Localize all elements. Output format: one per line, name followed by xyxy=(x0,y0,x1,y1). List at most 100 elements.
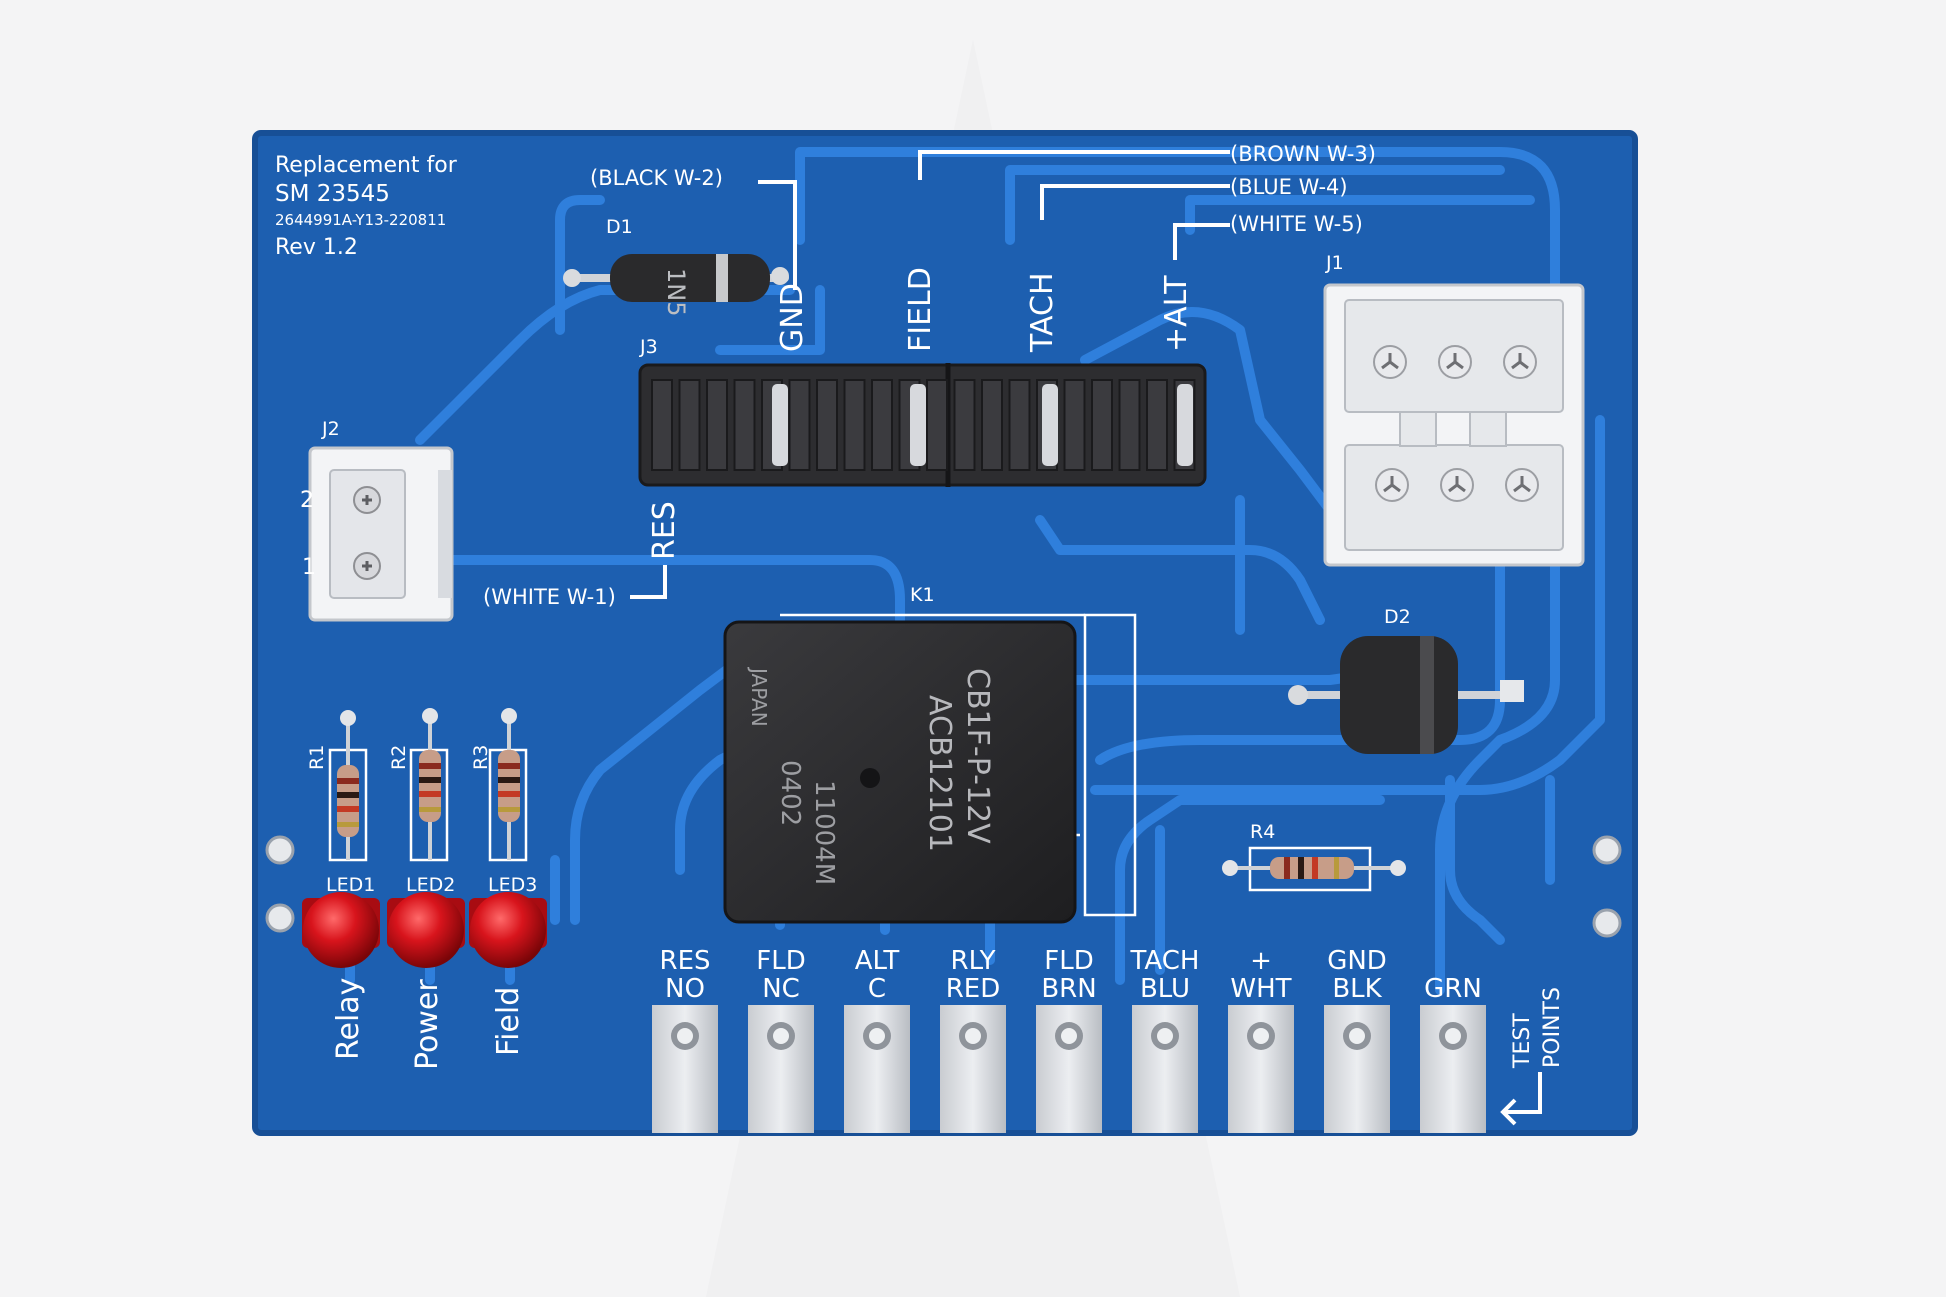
test-point-label-bottom: RED xyxy=(945,974,1001,1004)
board-revision: Rev 1.2 xyxy=(275,235,358,260)
test-points-arrow-icon xyxy=(1500,1075,1542,1126)
test-point-label-top: RES xyxy=(659,946,711,976)
connector-j3-slot xyxy=(816,379,838,471)
connector-j1-pin-slot xyxy=(1383,476,1401,493)
ref-d1: D1 xyxy=(606,216,633,238)
ref-led2: LED2 xyxy=(406,874,456,896)
board-model: SM 23545 xyxy=(275,181,390,207)
connector-j3-cells xyxy=(651,379,1196,471)
connector-j1-pin-slot xyxy=(1381,353,1399,370)
connector-j1 xyxy=(1323,283,1585,567)
test-point-label-bottom: BLU xyxy=(1139,974,1191,1004)
test-point-pads xyxy=(652,1005,1486,1133)
pin-label-alt: +ALT xyxy=(1159,275,1194,352)
resistor-r3 xyxy=(498,708,520,860)
led-power xyxy=(387,892,465,968)
test-point-label-top: + xyxy=(1250,946,1272,976)
board-title: Replacement for xyxy=(275,153,457,178)
ref-led1: LED1 xyxy=(326,874,376,896)
relay-marking-line4: 0402 xyxy=(775,760,805,826)
resistor-r1 xyxy=(337,710,359,860)
connector-j1-pin-slot xyxy=(1448,476,1466,493)
connector-j1-pin-slot xyxy=(1446,353,1464,370)
test-point-label-bottom: NO xyxy=(665,974,705,1004)
test-point-label-bottom: WHT xyxy=(1230,974,1292,1004)
connector-j3-slot xyxy=(843,379,866,471)
connector-j3-slot xyxy=(678,379,701,471)
test-point-hole-center xyxy=(1349,1028,1365,1044)
pin-label-field: FIELD xyxy=(903,267,938,352)
connector-j3-pin xyxy=(1177,384,1193,466)
ref-j2: J2 xyxy=(322,418,340,440)
diode-d1: 1N5 xyxy=(563,254,789,317)
connector-j3-slot xyxy=(953,379,976,471)
resistor-r4 xyxy=(1222,857,1406,879)
connector-j3-slot xyxy=(1118,379,1141,471)
led-label-power: Power xyxy=(410,979,445,1070)
diode-d1-marking: 1N5 xyxy=(662,268,690,317)
relay-k1: CB1F-P-12V ACB12101 JAPAN 0402 11004M xyxy=(723,620,1077,924)
connector-j1-pins xyxy=(1373,345,1539,502)
relay-marking-line3: JAPAN xyxy=(747,666,771,727)
ref-j1: J1 xyxy=(1326,252,1344,274)
connector-j3-slot xyxy=(871,379,893,471)
test-point-label-top: RLY xyxy=(950,946,996,976)
connector-j2 xyxy=(308,446,454,622)
connector-j1-pin-slot xyxy=(1511,353,1529,370)
connector-j3-slot xyxy=(1008,379,1031,471)
ref-r1: R1 xyxy=(306,744,328,770)
connector-j3-slot xyxy=(1063,379,1086,471)
wire-label-blue: (BLUE W-4) xyxy=(1230,175,1348,199)
mounting-holes xyxy=(265,835,1622,938)
led-relay xyxy=(302,892,380,968)
test-point-label-top: TACH xyxy=(1130,946,1200,976)
ref-r2: R2 xyxy=(388,744,410,770)
pin-label-gnd: GND xyxy=(775,283,810,352)
test-point-hole-center xyxy=(677,1028,693,1044)
relay-marking-line5: 11004M xyxy=(809,780,839,885)
ref-j3: J3 xyxy=(640,336,658,358)
led-label-relay: Relay xyxy=(331,977,366,1060)
test-point-label-bottom: C xyxy=(867,974,887,1004)
test-point-hole-center xyxy=(1061,1028,1077,1044)
test-point-hole-center xyxy=(869,1028,885,1044)
test-point-label-top: FLD xyxy=(756,946,806,976)
wire-label-white-5: (WHITE W-5) xyxy=(1230,212,1363,236)
ref-led3: LED3 xyxy=(488,874,538,896)
connector-j3-slot xyxy=(733,379,756,471)
relay-marking-line2: ACB12101 xyxy=(922,695,957,852)
test-point-hole-center xyxy=(773,1028,789,1044)
wire-label-white-1: (WHITE W-1) xyxy=(483,585,616,609)
led-field xyxy=(469,892,547,968)
test-point-hole-center xyxy=(1157,1028,1173,1044)
relay-marking-line1: CB1F-P-12V xyxy=(960,668,995,844)
test-point-label-bottom: BRN xyxy=(1041,974,1097,1004)
connector-j3-pin xyxy=(910,384,926,466)
connector-j3-slot xyxy=(926,379,948,471)
test-points-caption-line2: POINTS xyxy=(1540,987,1565,1068)
ref-r3: R3 xyxy=(470,744,492,770)
board-part-number: 2644991A-Y13-220811 xyxy=(275,211,447,229)
ref-r4: R4 xyxy=(1250,821,1276,843)
wire-label-brown: (BROWN W-3) xyxy=(1230,142,1376,166)
connector-j3-pin xyxy=(772,384,788,466)
connector-j3-slot xyxy=(706,379,728,471)
connector-j1-pin-slot xyxy=(1513,476,1531,493)
ref-d2: D2 xyxy=(1384,606,1411,628)
test-point-hole-center xyxy=(1445,1028,1461,1044)
test-point-label-top: GND xyxy=(1327,946,1387,976)
test-point-hole-center xyxy=(1253,1028,1269,1044)
pin-label-tach: TACH xyxy=(1025,272,1060,353)
test-point-hole-center xyxy=(965,1028,981,1044)
wire-label-black: (BLACK W-2) xyxy=(590,166,723,190)
led-label-field: Field xyxy=(491,986,526,1056)
connector-j3-slot xyxy=(981,379,1003,471)
test-point-label-top: FLD xyxy=(1044,946,1094,976)
connector-j3-slot xyxy=(1091,379,1113,471)
test-points-caption-line1: TEST xyxy=(1510,1013,1535,1068)
connector-j3-pin xyxy=(1042,384,1058,466)
connector-j3-slot xyxy=(651,379,673,471)
test-point-label-top: ALT xyxy=(854,946,900,976)
resistor-r2 xyxy=(419,708,441,860)
